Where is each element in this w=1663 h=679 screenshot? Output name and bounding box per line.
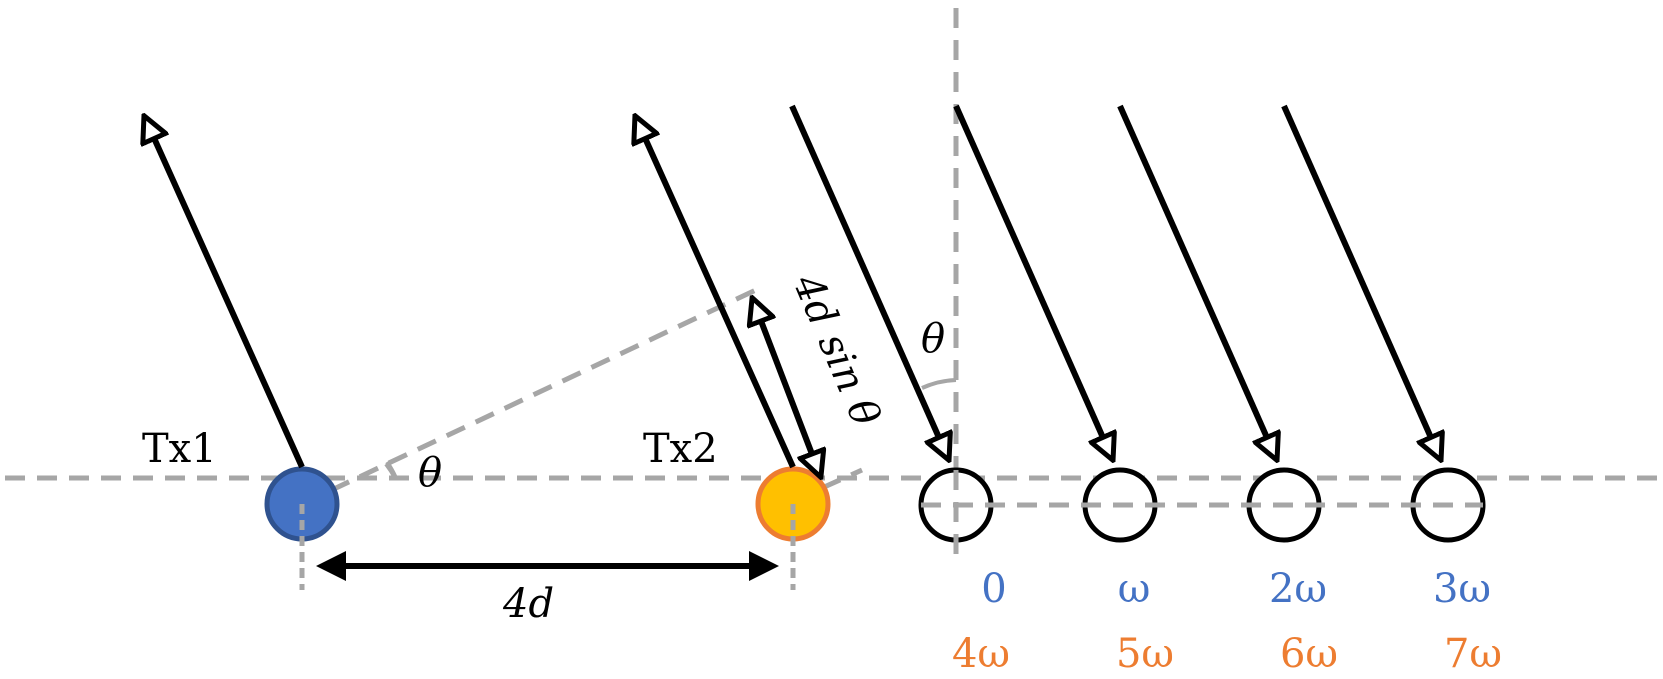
incoming-arrow-3	[1117, 104, 1276, 458]
tx1-beam-arrow	[145, 118, 305, 469]
tx2-label: Tx2	[643, 426, 718, 472]
rx-angle-label: θ	[921, 316, 945, 362]
rx2-phase-tx1: ω	[1118, 566, 1151, 612]
path-difference-arrow	[753, 300, 820, 475]
rx2-phase-tx2: 5ω	[1116, 631, 1174, 677]
incoming-arrow-2	[953, 104, 1112, 458]
rx3-phase-tx2: 6ω	[1280, 631, 1338, 677]
wavefront-guide-line	[300, 285, 762, 507]
tx-angle-label: θ	[418, 450, 442, 496]
rx-angle-arc	[921, 378, 957, 390]
tx-angle-arc-outer	[385, 460, 398, 479]
rx1-phase-tx2: 4ω	[952, 631, 1010, 677]
incoming-arrow-4	[1281, 104, 1440, 458]
incoming-arrow-1	[789, 104, 948, 458]
rx4-phase-tx1: 3ω	[1433, 566, 1491, 612]
spacing-label: 4d	[502, 581, 554, 627]
rx3-phase-tx1: 2ω	[1269, 566, 1327, 612]
rx4-phase-tx2: 7ω	[1444, 631, 1502, 677]
tx1-label: Tx1	[142, 426, 217, 472]
wavefront-guide-line-end	[820, 467, 864, 491]
tx2-beam-arrow	[636, 118, 796, 469]
phase-labels: 0 ω 2ω 3ω 4ω 5ω 6ω 7ω	[952, 566, 1502, 677]
rx1-phase-tx1: 0	[981, 566, 1006, 612]
